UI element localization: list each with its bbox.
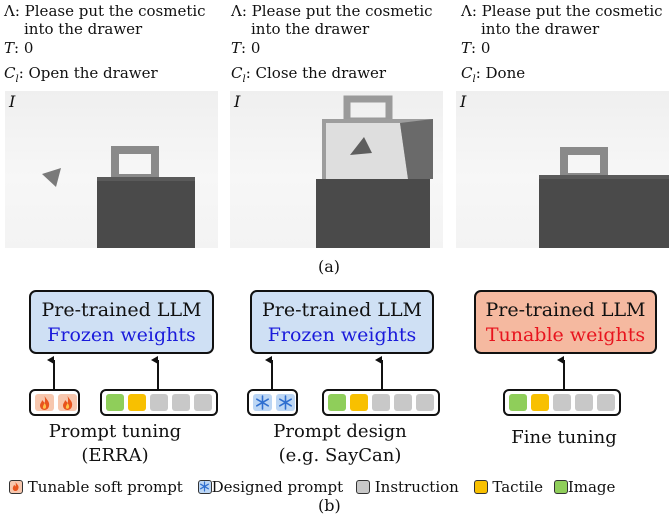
instruction-text-2: Λ: Please put the cosmetic bbox=[231, 2, 433, 20]
legend: Tunable soft prompt Designed prompt Inst… bbox=[9, 478, 615, 496]
image-token bbox=[106, 394, 124, 411]
soft-prompt-tokens bbox=[29, 389, 80, 416]
green-square-icon bbox=[553, 480, 568, 494]
input-tokens-2 bbox=[322, 389, 440, 416]
instruction-token bbox=[194, 394, 212, 411]
legend-item-tactile: Tactile bbox=[473, 478, 548, 496]
instruction-token bbox=[172, 394, 190, 411]
current-step-1: Cl: Open the drawer bbox=[4, 64, 158, 86]
instruction-text-3b: into the drawer bbox=[481, 20, 600, 38]
scene-drawing-1 bbox=[42, 146, 195, 248]
snowflake-icon bbox=[197, 480, 212, 494]
fire-icon bbox=[9, 480, 23, 494]
image-token bbox=[328, 394, 346, 411]
image-symbol-3: I bbox=[460, 92, 467, 111]
weights-label-1: Frozen weights bbox=[47, 324, 196, 346]
legend-item-soft-prompt: Tunable soft prompt bbox=[9, 478, 188, 496]
gray-square-icon bbox=[355, 480, 370, 494]
caption-b: (b) bbox=[318, 496, 341, 515]
image-symbol-1: I bbox=[9, 92, 16, 111]
scene-drawing-2 bbox=[316, 95, 433, 248]
yellow-square-icon bbox=[473, 480, 488, 494]
arrow-group-2 bbox=[265, 356, 383, 389]
image-token bbox=[509, 394, 527, 411]
method-label-1: Prompt tuning (ERRA) bbox=[48, 421, 182, 466]
t-value-3: T: 0 bbox=[461, 39, 491, 57]
llm-title-1: Pre-trained LLM bbox=[41, 299, 202, 321]
tactile-token bbox=[128, 394, 146, 411]
instruction-text-1b: into the drawer bbox=[24, 20, 143, 38]
legend-item-designed-prompt: Designed prompt bbox=[197, 478, 348, 496]
input-tokens-1 bbox=[100, 389, 218, 416]
instruction-text-2b: into the drawer bbox=[251, 20, 370, 38]
instruction-token bbox=[575, 394, 593, 411]
weights-label-3: Tunable weights bbox=[485, 324, 646, 346]
snowflake-icon bbox=[276, 394, 295, 411]
scene-image-3: I bbox=[456, 91, 669, 248]
caption-a: (a) bbox=[318, 257, 341, 276]
scene-drawing-3 bbox=[539, 147, 669, 248]
t-value-1: T: 0 bbox=[4, 39, 34, 57]
current-step-2: Cl: Close the drawer bbox=[231, 64, 387, 86]
scene-image-2: I bbox=[230, 91, 443, 248]
tactile-token bbox=[350, 394, 368, 411]
method-label-2: Prompt design (e.g. SayCan) bbox=[273, 421, 407, 466]
fire-icon bbox=[58, 394, 77, 411]
current-step-3: Cl: Done bbox=[461, 64, 526, 86]
arrow-group-1 bbox=[47, 356, 159, 389]
input-tokens-3 bbox=[503, 389, 621, 416]
instruction-token bbox=[553, 394, 571, 411]
snowflake-icon bbox=[253, 394, 272, 411]
instruction-token bbox=[150, 394, 168, 411]
designed-prompt-tokens bbox=[247, 389, 298, 416]
instruction-token bbox=[597, 394, 615, 411]
t-value-2: T: 0 bbox=[231, 39, 261, 57]
method-label-3: Fine tuning bbox=[511, 427, 617, 448]
weights-label-2: Frozen weights bbox=[267, 324, 417, 346]
legend-item-image: Image bbox=[553, 478, 615, 496]
llm-title-2: Pre-trained LLM bbox=[261, 299, 423, 321]
image-symbol-2: I bbox=[234, 92, 241, 111]
llm-title-3: Pre-trained LLM bbox=[485, 299, 646, 321]
llm-box-prompt-design: Pre-trained LLM Frozen weights bbox=[250, 290, 434, 354]
instruction-text-1: Λ: Please put the cosmetic bbox=[4, 2, 206, 20]
llm-box-fine-tuning: Pre-trained LLM Tunable weights bbox=[474, 290, 657, 354]
legend-item-instruction: Instruction bbox=[355, 478, 464, 496]
tactile-token bbox=[531, 394, 549, 411]
scene-image-1: I bbox=[5, 91, 218, 248]
llm-box-prompt-tuning: Pre-trained LLM Frozen weights bbox=[29, 290, 214, 354]
instruction-token bbox=[416, 394, 434, 411]
fire-icon bbox=[35, 394, 54, 411]
instruction-token bbox=[394, 394, 412, 411]
instruction-text-3: Λ: Please put the cosmetic bbox=[461, 2, 663, 20]
instruction-token bbox=[372, 394, 390, 411]
